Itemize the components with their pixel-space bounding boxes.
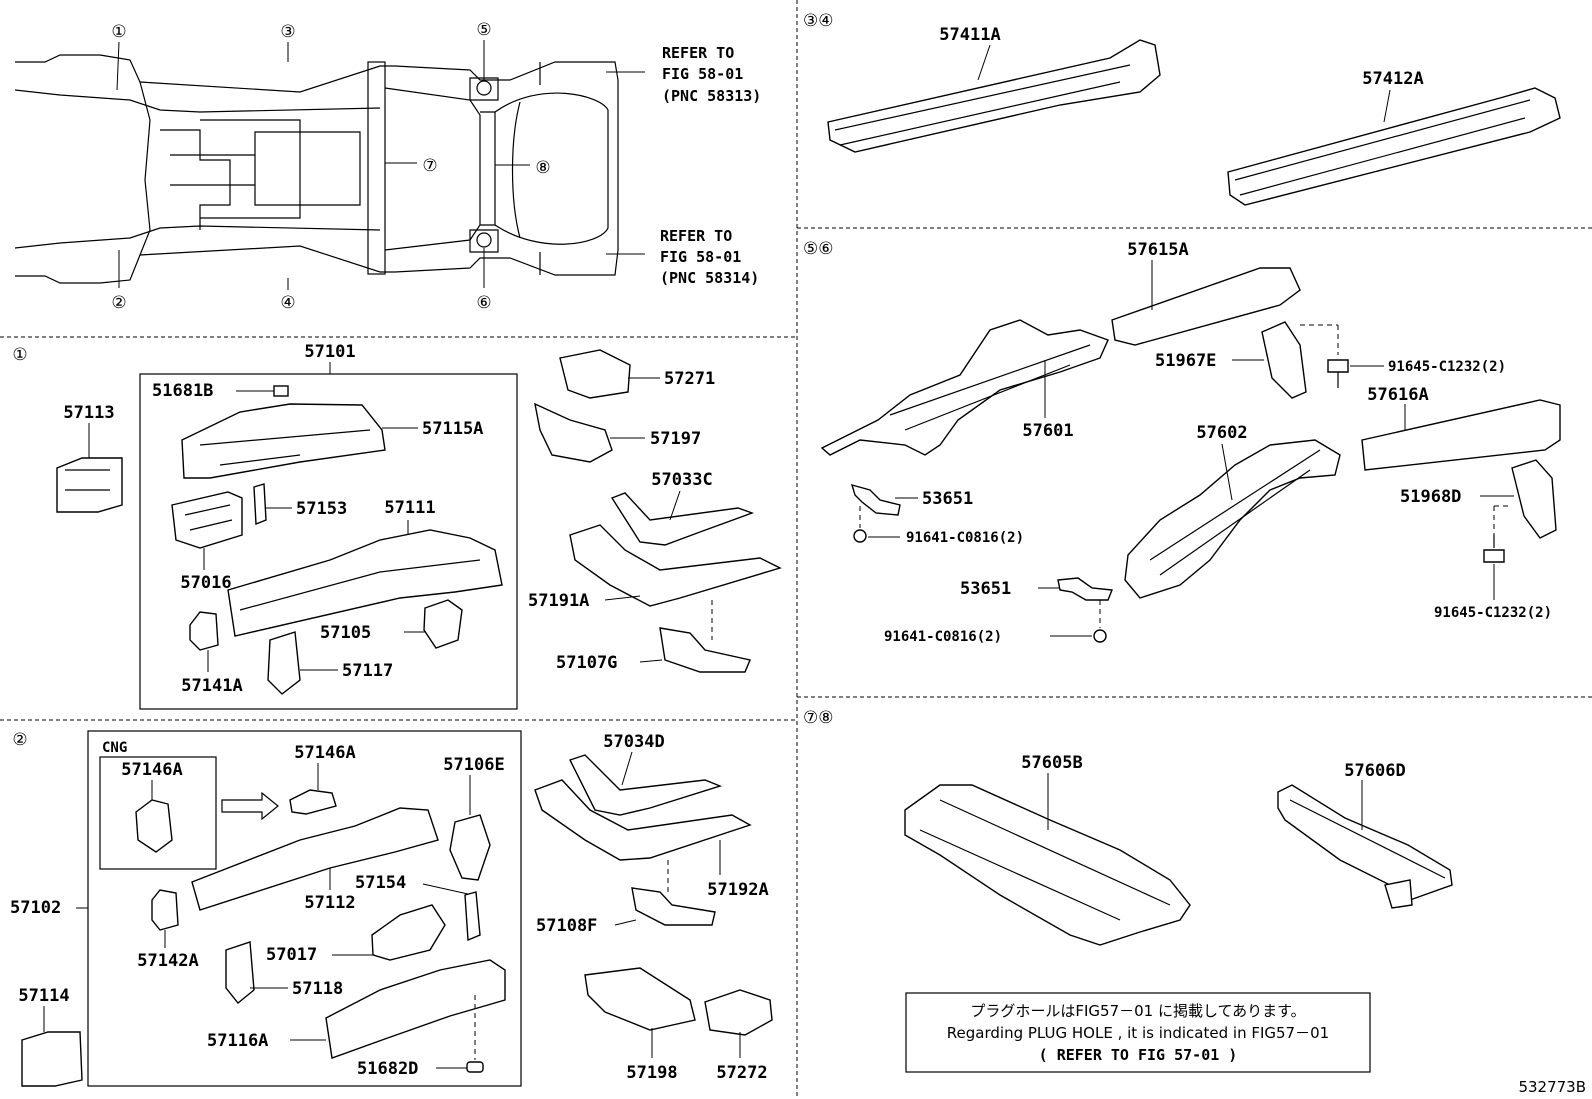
note-english: Regarding PLUG HOLE , it is indicated in… [947,1024,1329,1042]
label-51681B: 51681B [152,381,213,401]
refer-bottom-line3: (PNC 58314) [660,269,759,287]
note-japanese: プラグホールはFIG57－01 に掲載してあります。 [970,1002,1305,1020]
label-cng: CNG [102,740,127,756]
section-56-label: ⑤⑥ [803,239,833,259]
label-57198: 57198 [626,1063,677,1083]
label-57272: 57272 [716,1063,767,1083]
label-57112: 57112 [304,893,355,913]
label-57107G: 57107G [556,653,617,673]
label-57117: 57117 [342,661,393,681]
label-57118: 57118 [292,979,343,999]
label-57412A: 57412A [1362,69,1423,89]
label-57116A: 57116A [207,1031,268,1051]
label-57271: 57271 [664,369,715,389]
section-2-label: ② [12,730,27,750]
label-51682D: 51682D [357,1059,418,1079]
note-refer: ( REFER TO FIG 57-01 ) [1039,1046,1238,1064]
refer-bottom-line2: FIG 58-01 [660,248,741,266]
label-51967E: 51967E [1155,351,1216,371]
label-53651-lower: 53651 [960,579,1011,599]
label-57601: 57601 [1022,421,1073,441]
label-57602: 57602 [1196,423,1247,443]
label-57115A: 57115A [422,419,483,439]
section-1: ① 57101 57113 51681B 57115A 57153 57016 … [12,342,782,710]
label-57016: 57016 [180,573,231,593]
label-57113: 57113 [63,403,114,423]
label-57017: 57017 [266,945,317,965]
callout-7: ⑦ [422,156,437,176]
refer-top-line1: REFER TO [662,44,734,62]
label-57106E: 57106E [443,755,504,775]
label-57191A: 57191A [528,591,589,611]
label-57108F: 57108F [536,916,597,936]
label-91641-upper: 91641-C0816(2) [906,530,1024,546]
label-57111: 57111 [384,498,435,518]
label-57033C: 57033C [651,470,712,490]
section-7-8: ⑦⑧ 57605B 57606D プラグホールはFIG57－01 に掲載してあり… [803,708,1453,1073]
label-57606D: 57606D [1344,761,1405,781]
label-57197: 57197 [650,429,701,449]
label-57114: 57114 [18,986,69,1006]
section-1-label: ① [12,345,27,365]
label-57153: 57153 [296,499,347,519]
callout-4: ④ [280,293,295,313]
label-51968D: 51968D [1400,487,1461,507]
figure-id: 532773B [1518,1078,1586,1096]
refer-top-line2: FIG 58-01 [662,65,743,83]
section-3-4: ③④ 57411A 57412A [803,11,1561,206]
label-53651-upper: 53651 [922,489,973,509]
label-57142A: 57142A [137,951,198,971]
label-57102: 57102 [10,898,61,918]
section-34-label: ③④ [803,11,833,31]
callout-8: ⑧ [535,158,550,178]
section-2: ② CNG 57146A 57146A 57106E 57112 57154 5… [10,730,773,1087]
label-91645-lower: 91645-C1232(2) [1434,605,1552,621]
callout-2: ② [111,293,126,313]
underbody-overview: ① ② ③ ④ ⑤ ⑥ ⑦ ⑧ REFER TO FIG 58-01 (PNC … [14,20,761,313]
label-57605B: 57605B [1021,753,1082,773]
refer-top-line3: (PNC 58313) [662,87,761,105]
label-57146A-cng: 57146A [121,760,182,780]
label-57192A: 57192A [707,880,768,900]
callout-6: ⑥ [476,293,491,313]
section-5-6: ⑤⑥ 57615A 51967E 91645-C1232(2) 57601 57… [803,239,1561,645]
refer-bottom-line1: REFER TO [660,227,732,245]
label-57154: 57154 [355,873,406,893]
label-57616A: 57616A [1367,385,1428,405]
label-57141A: 57141A [181,676,242,696]
label-57105: 57105 [320,623,371,643]
callout-1: ① [111,22,126,42]
label-57101: 57101 [304,342,355,362]
label-91641-lower: 91641-C0816(2) [884,629,1002,645]
section-78-label: ⑦⑧ [803,708,833,728]
callout-3: ③ [280,22,295,42]
label-57615A: 57615A [1127,240,1188,260]
label-57411A: 57411A [939,25,1000,45]
label-57146A: 57146A [294,743,355,763]
label-91645-upper: 91645-C1232(2) [1388,359,1506,375]
label-57034D: 57034D [603,732,664,752]
callout-5: ⑤ [476,20,491,40]
